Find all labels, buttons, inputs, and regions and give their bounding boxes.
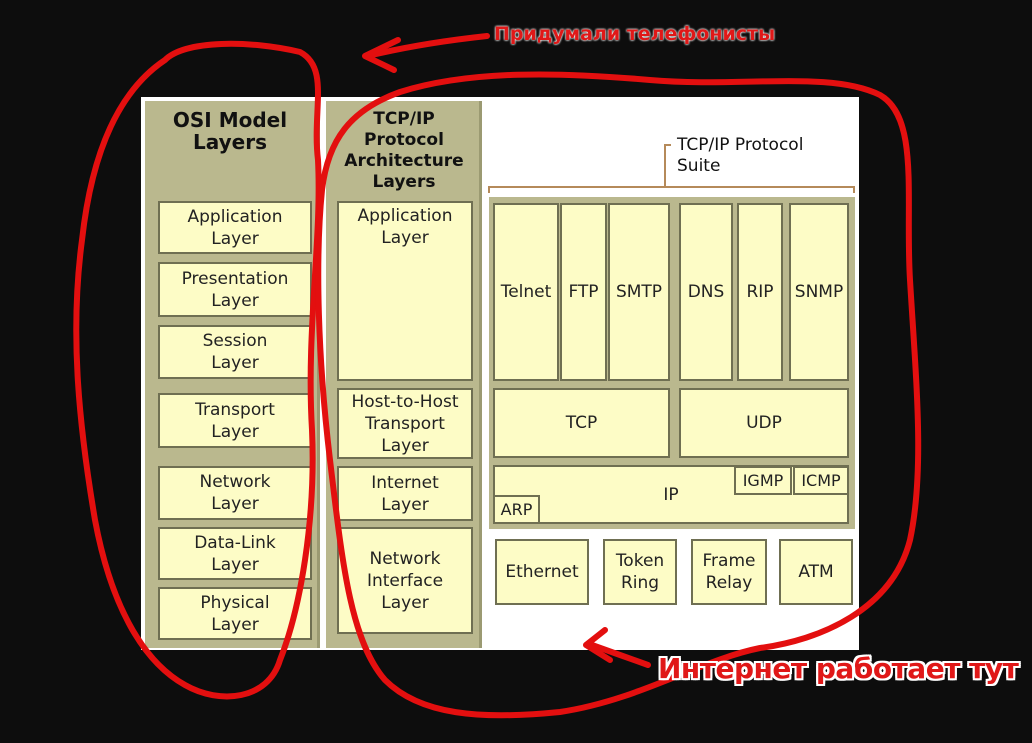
protocol-smtp: SMTP	[608, 203, 670, 381]
protocol-telnet: Telnet	[493, 203, 559, 381]
osi-tcpip-diagram: OSI Model Layers Application Layer Prese…	[141, 97, 859, 650]
protocol-arp: ARP	[493, 495, 540, 524]
protocol-tcp: TCP	[493, 388, 670, 458]
protocol-rip: RIP	[737, 203, 783, 381]
annotation-bottom-text: Интернет работает тут	[658, 652, 1019, 685]
link-ethernet: Ethernet	[495, 539, 589, 605]
annotation-top-text: Придумали телефонисты	[494, 23, 776, 45]
link-atm: ATM	[779, 539, 853, 605]
protocol-snmp: SNMP	[789, 203, 849, 381]
link-frame-relay: Frame Relay	[691, 539, 767, 605]
protocol-icmp: ICMP	[793, 466, 849, 495]
protocol-igmp: IGMP	[734, 466, 792, 495]
link-token-ring: Token Ring	[603, 539, 677, 605]
top-arrow-head	[362, 37, 401, 73]
protocol-ftp: FTP	[560, 203, 607, 381]
protocol-udp: UDP	[679, 388, 849, 458]
protocol-dns: DNS	[679, 203, 733, 381]
top-arrow-line	[369, 33, 490, 58]
